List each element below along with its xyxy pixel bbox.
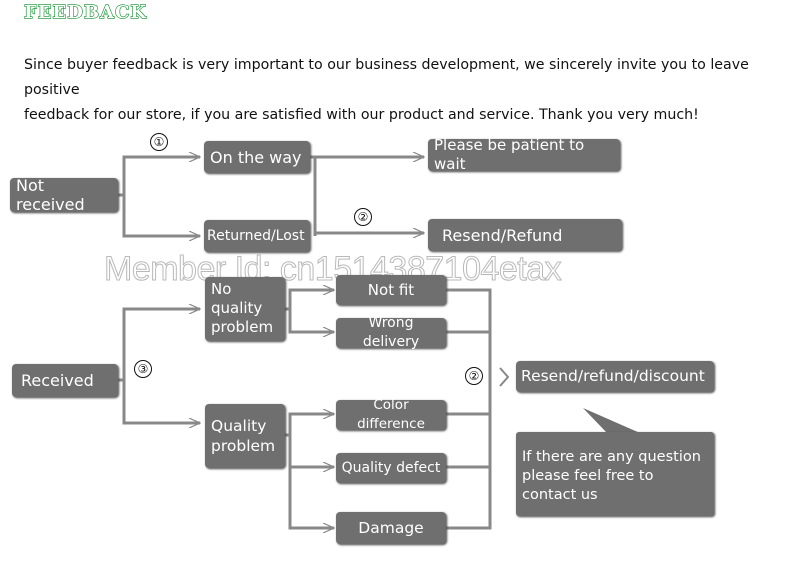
received-box: Received bbox=[12, 364, 118, 397]
intro-line-1: Since buyer feedback is very important t… bbox=[24, 57, 749, 98]
returned-lost-box: Returned/Lost bbox=[204, 220, 310, 252]
marker-two-lower: ② bbox=[465, 367, 483, 385]
page-title: FEEDBACK bbox=[23, 1, 147, 23]
quality-defect-box: Quality defect bbox=[336, 453, 446, 483]
not-fit-box: Not fit bbox=[336, 275, 446, 305]
intro-line-2: feedback for our store, if you are satis… bbox=[24, 107, 699, 123]
resend-refund-discount-box: Resend/refund/discount bbox=[516, 361, 714, 392]
quality-problem-box: Quality problem bbox=[205, 404, 285, 468]
on-the-way-box: On the way bbox=[204, 141, 310, 173]
no-quality-problem-box: No quality problem bbox=[205, 277, 285, 341]
damage-box: Damage bbox=[336, 512, 446, 544]
intro-text: Since buyer feedback is very important t… bbox=[24, 53, 784, 128]
resend-refund-box: Resend/Refund bbox=[428, 219, 622, 251]
not-received-box: Not received bbox=[10, 176, 118, 214]
marker-three: ③ bbox=[134, 360, 152, 378]
marker-one: ① bbox=[150, 133, 168, 151]
wrong-delivery-box: Wrong delivery bbox=[336, 315, 446, 350]
color-difference-box: Color difference bbox=[336, 397, 446, 432]
contact-note-bubble: If there are any question please feel fr… bbox=[516, 432, 714, 516]
please-wait-box: Please be patient to wait bbox=[428, 136, 620, 173]
marker-two-upper: ② bbox=[354, 208, 372, 226]
